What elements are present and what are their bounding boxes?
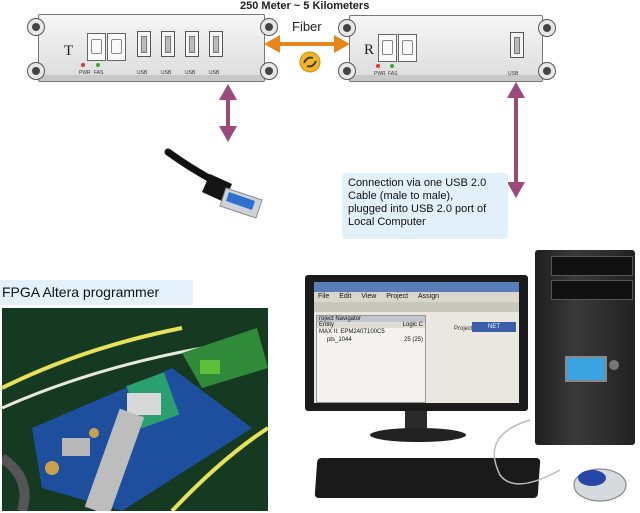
usb-port-icon — [209, 31, 223, 57]
logic-header: Logic C — [402, 322, 423, 328]
note-line: plugged into USB 2.0 port of — [348, 203, 487, 215]
led-label: PWR — [79, 70, 91, 76]
panel-header-row: Entity Logic C — [317, 322, 425, 328]
window-titlebar — [314, 282, 519, 292]
transmitter-unit: T PWR FAS USB USB USB USB — [27, 14, 278, 82]
mouse-layer — [493, 419, 627, 502]
menu-project[interactable]: Project — [386, 293, 409, 300]
usb-port-icon — [137, 31, 151, 57]
monitor-screen: File Edit View Project Assign roject Nav… — [314, 282, 519, 403]
note-line: Connection via one USB 2.0 — [348, 177, 487, 189]
menu-assign[interactable]: Assign — [418, 293, 440, 300]
fiber-port-icon — [107, 33, 126, 61]
distance-label: 250 Meter ~ 5 Kilometers — [240, 0, 370, 12]
transmitter-letter: T — [64, 43, 74, 59]
receiver-unit: R PWR FAS USB — [338, 15, 556, 82]
menu-edit[interactable]: Edit — [339, 293, 352, 300]
monitor-stand — [370, 428, 466, 442]
lcd-panel-icon — [565, 356, 607, 382]
monitor-neck — [405, 411, 427, 431]
mount-ear-icon — [338, 62, 356, 80]
usb-arrow-left — [219, 84, 237, 142]
usb-label: USB — [161, 70, 172, 76]
fas-led — [390, 64, 394, 68]
computer-monitor: File Edit View Project Assign roject Nav… — [305, 275, 528, 411]
fiber-label: Fiber — [292, 19, 322, 34]
led-label: FAS — [388, 71, 398, 77]
mount-ear-icon — [260, 62, 278, 80]
fiber-port-icon — [398, 34, 417, 62]
led-label: FAS — [94, 70, 104, 76]
fas-led — [96, 63, 100, 67]
usb-label: USB — [209, 70, 220, 76]
optical-drive-icon — [551, 280, 633, 300]
menu-view[interactable]: View — [361, 293, 377, 300]
receiver-letter: R — [364, 42, 375, 58]
usb-label: USB — [137, 70, 148, 76]
usb-port-icon — [161, 31, 175, 57]
fpga-programmer-photo — [2, 308, 268, 511]
mount-ear-icon — [260, 18, 278, 36]
menu-bar: File Edit View Project Assign — [314, 292, 519, 302]
connection-note: Connection via one USB 2.0 Cable (male t… — [342, 173, 508, 239]
mouse-cable — [493, 419, 561, 485]
mount-ear-icon — [538, 19, 556, 37]
usb-label: USB — [185, 70, 196, 76]
menu-file[interactable]: File — [318, 293, 330, 300]
usb-port-icon — [185, 31, 199, 57]
field-value[interactable]: NET — [472, 322, 516, 332]
entity-row[interactable]: MAX II: EPM240T100C5 — [319, 329, 385, 335]
fiber-badge-icon — [299, 51, 321, 73]
led-label: PWR — [374, 71, 386, 77]
fpga-board-illustration — [2, 308, 268, 511]
usb-port-icon — [510, 32, 524, 58]
mount-ear-icon — [338, 19, 356, 37]
mount-ear-icon — [27, 62, 45, 80]
usb-cable-icon — [164, 148, 263, 219]
usb-arrow-right — [507, 82, 525, 198]
field-label: Project — [454, 326, 473, 332]
fiber-port-icon — [378, 34, 397, 62]
fiber-arrow — [264, 35, 350, 53]
power-led — [376, 64, 380, 68]
optical-drive-icon — [551, 256, 633, 276]
fiber-port-icon — [87, 33, 106, 61]
mount-ear-icon — [538, 62, 556, 80]
entity-row[interactable]: pts_1044 25 (25) — [317, 336, 425, 344]
computer-tower — [535, 250, 635, 445]
power-led — [81, 63, 85, 67]
panel-title: roject Navigator — [317, 316, 425, 322]
usb-label: USB — [508, 71, 519, 77]
note-line: Local Computer — [348, 216, 426, 228]
project-navigator-panel: roject Navigator Entity Logic C MAX II: … — [316, 315, 426, 403]
mount-ear-icon — [27, 18, 45, 36]
entity-header: Entity — [319, 322, 335, 328]
entity-value: 25 (25) — [403, 337, 423, 343]
note-line: Cable (male to male), — [348, 190, 454, 202]
toolbar — [314, 302, 519, 312]
power-button[interactable] — [609, 360, 619, 370]
entity-name: pts_1044 — [327, 337, 352, 343]
fpga-title: FPGA Altera programmer — [0, 280, 193, 305]
